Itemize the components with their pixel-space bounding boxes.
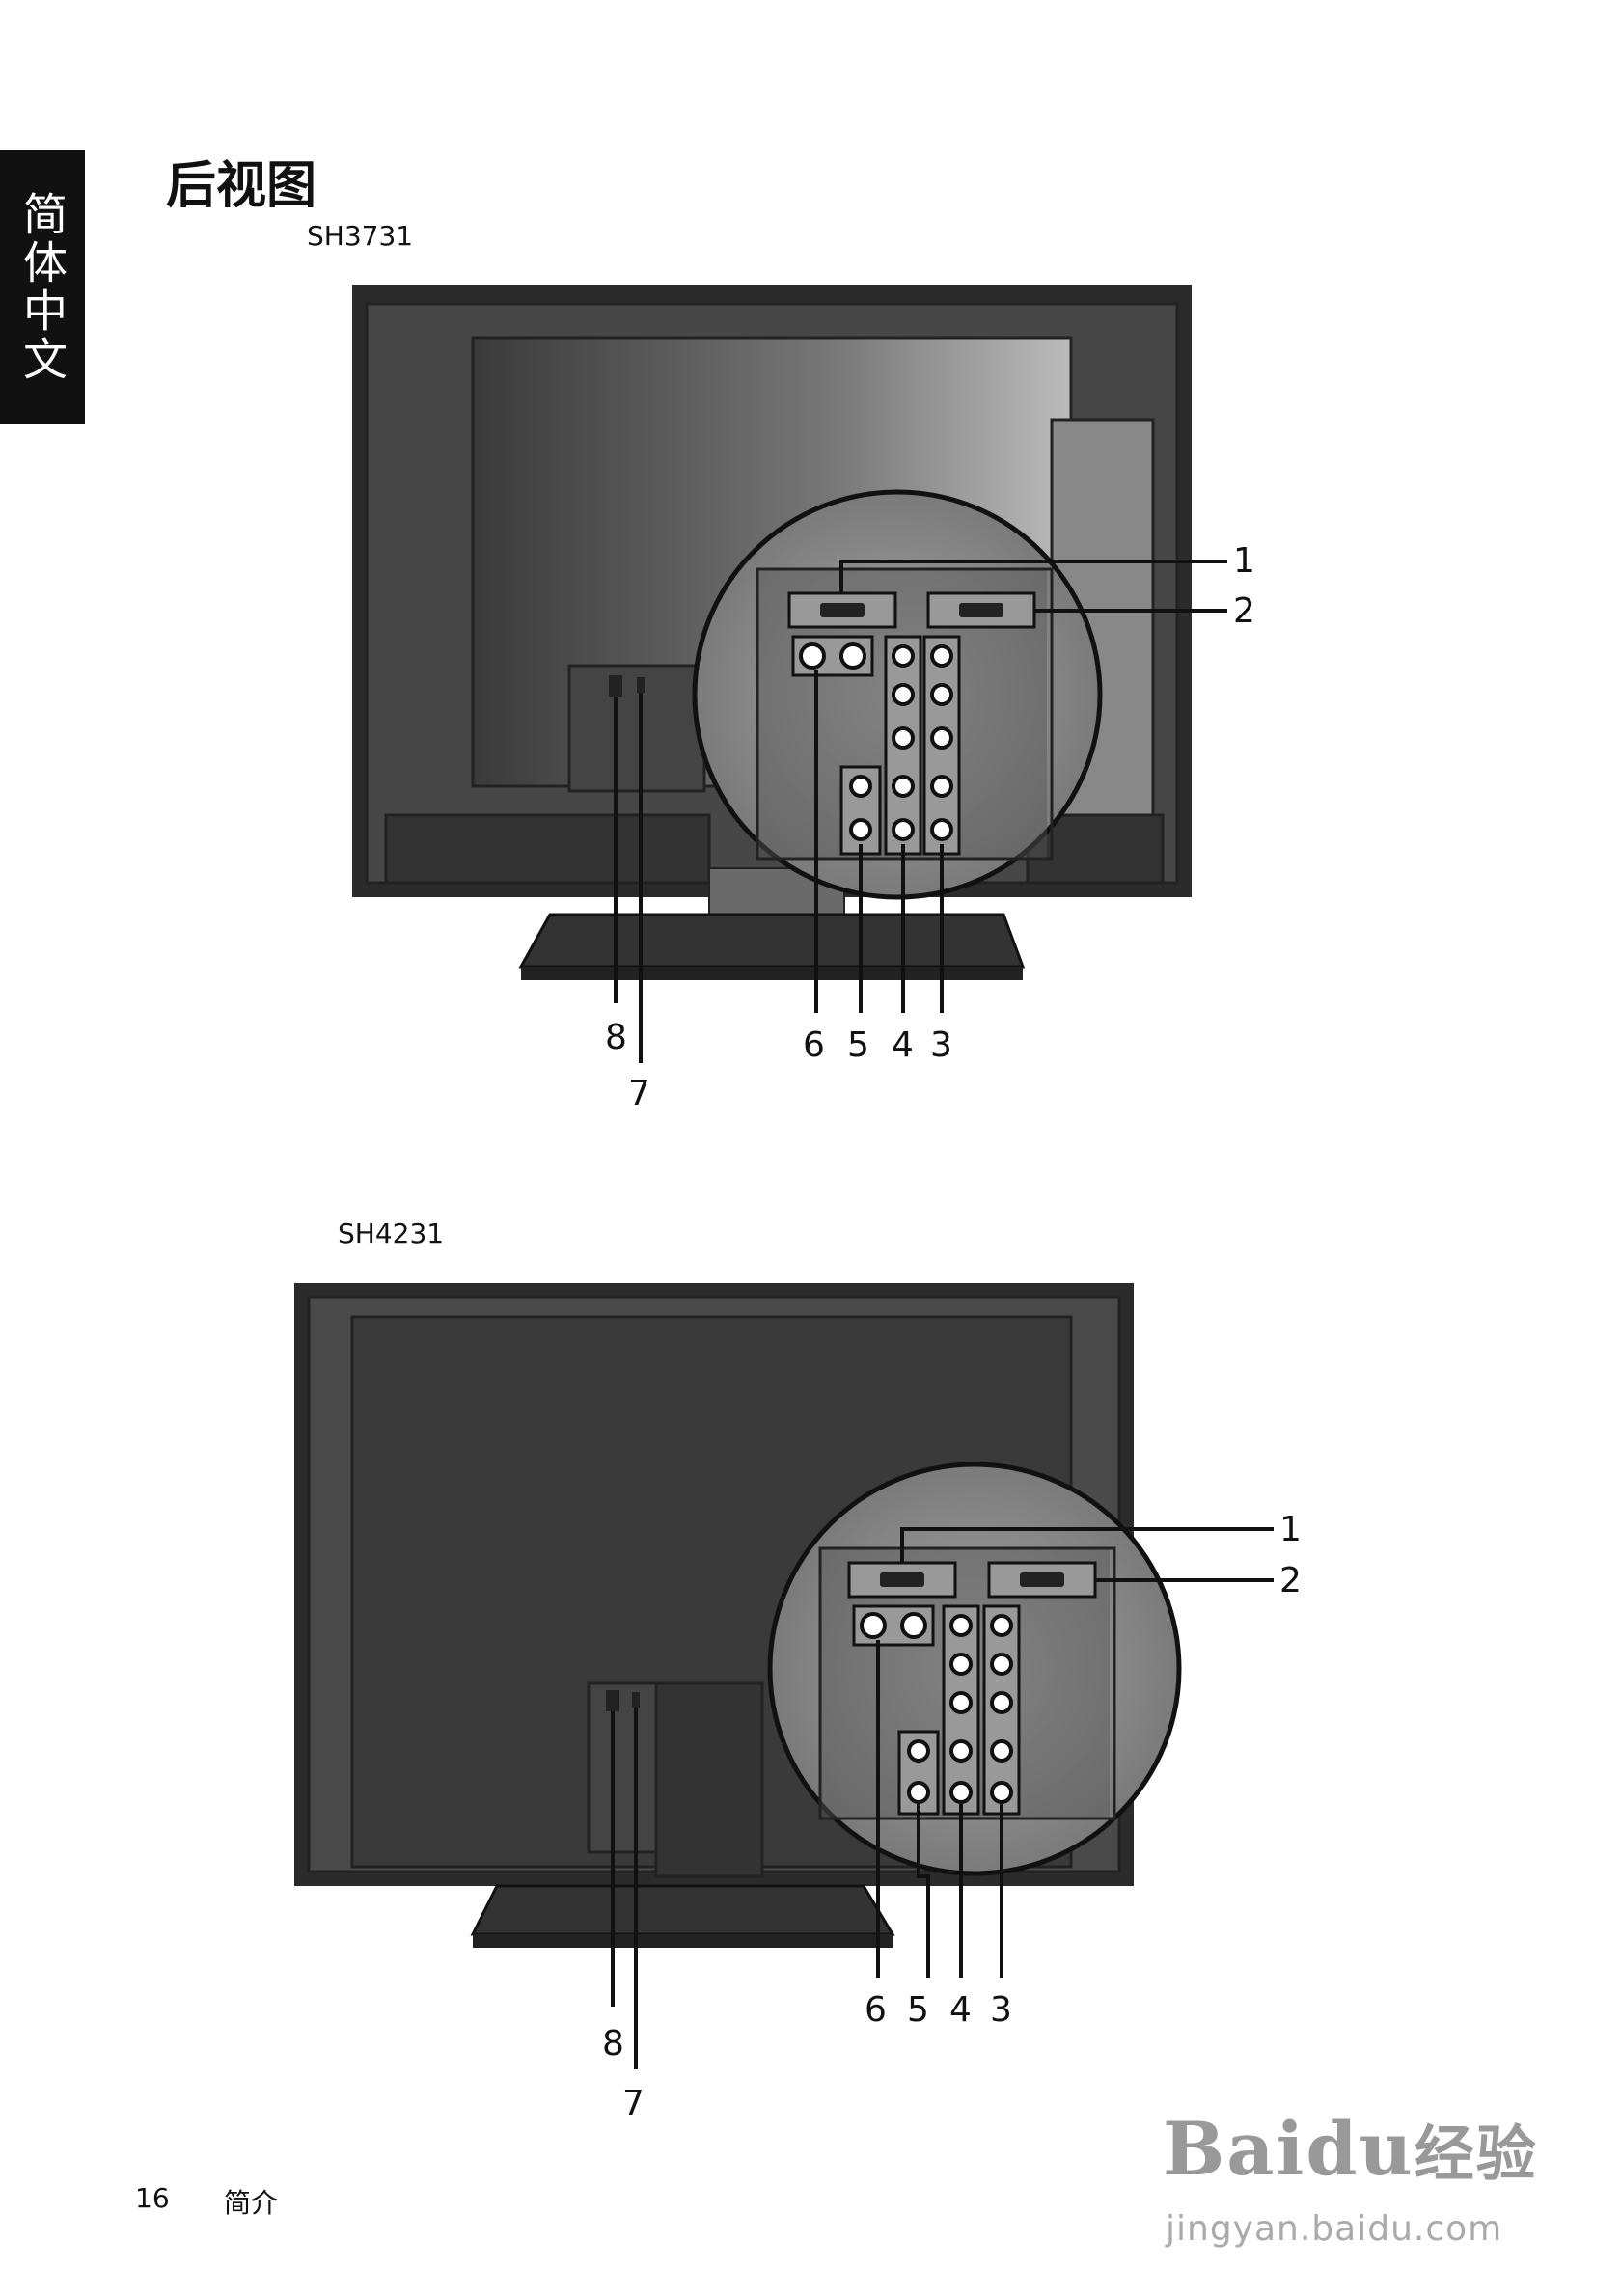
callout-4b: 4 xyxy=(949,1990,972,2030)
callout-6b: 6 xyxy=(865,1990,887,2030)
tv-stand-base xyxy=(518,913,1026,969)
hdmi-port-1b xyxy=(847,1561,957,1599)
watermark-brand-paw: du xyxy=(1305,2106,1415,2192)
language-tab-label: 简体中文 xyxy=(16,190,69,384)
watermark-brand-latin: Bai xyxy=(1163,2106,1306,2192)
page-number: 16 xyxy=(135,2182,170,2214)
language-tab: 简体中文 xyxy=(0,150,85,424)
watermark-brand: Baidu经验 xyxy=(1163,2105,1538,2192)
callout-2b: 2 xyxy=(1279,1561,1302,1600)
callout-6: 6 xyxy=(803,1025,825,1065)
tv-stand-base-2 xyxy=(470,1884,895,1936)
connector-zoom-2 xyxy=(767,1462,1182,1876)
callout-7: 7 xyxy=(628,1074,650,1113)
page-title: 后视图 xyxy=(166,157,317,215)
footer-section: 简介 xyxy=(224,2187,279,2219)
callout-4: 4 xyxy=(892,1025,914,1065)
callout-8: 8 xyxy=(605,1018,627,1057)
callout-7b: 7 xyxy=(622,2084,645,2122)
rear-view-illustration-sh3731: 1 2 3 4 5 6 7 8 xyxy=(352,285,1255,1113)
model-label-2: SH4231 xyxy=(338,1217,445,1249)
callout-1b: 1 xyxy=(1279,1510,1302,1549)
watermark-url: jingyan.baidu.com xyxy=(1166,2209,1503,2249)
model-label-1: SH3731 xyxy=(307,220,414,252)
callout-5b: 5 xyxy=(907,1990,929,2030)
tv-back-panel-2 xyxy=(350,1315,1073,1869)
callout-3b: 3 xyxy=(990,1990,1012,2030)
hdmi-port-2b xyxy=(987,1561,1097,1599)
watermark-brand-cn: 经验 xyxy=(1414,2118,1538,2189)
tv-frame-2 xyxy=(294,1283,1134,1886)
callout-5: 5 xyxy=(847,1025,869,1065)
callout-2: 2 xyxy=(1233,591,1255,631)
callout-1: 1 xyxy=(1233,541,1255,581)
callout-8b: 8 xyxy=(602,2024,624,2064)
callout-3: 3 xyxy=(930,1025,952,1065)
